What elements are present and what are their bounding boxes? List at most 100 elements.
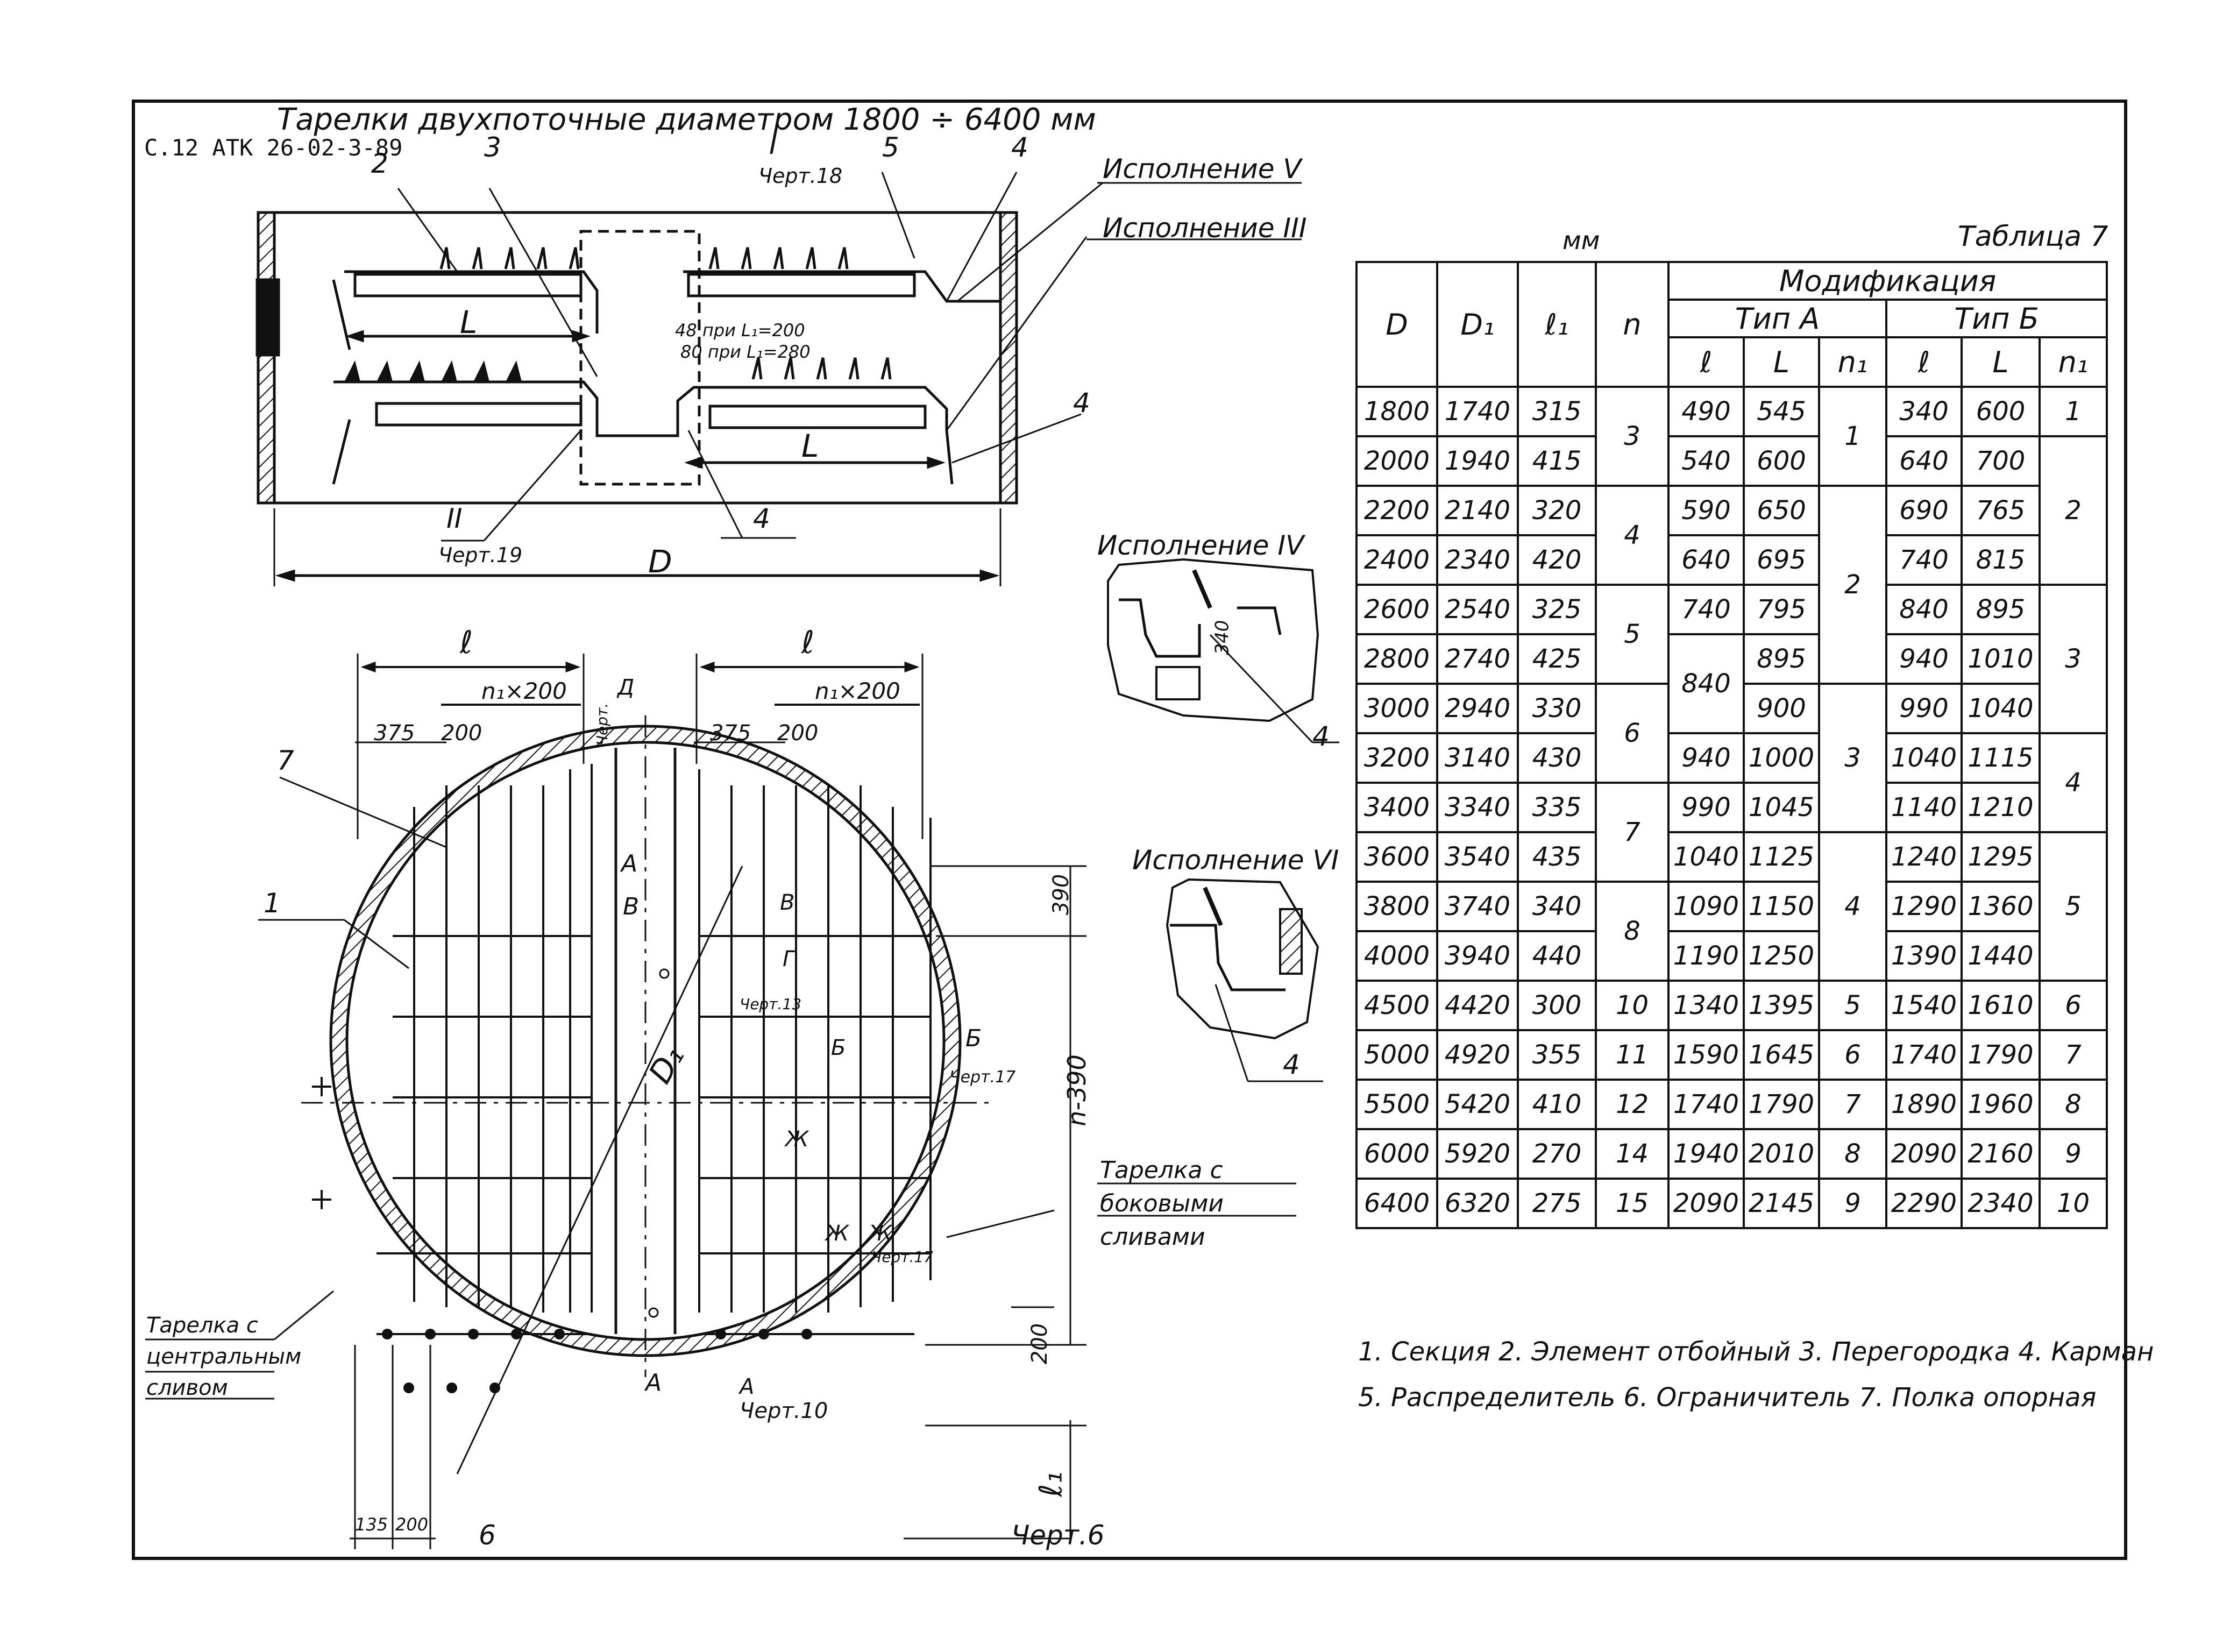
- cell-n1A: 7: [1818, 1079, 1887, 1130]
- cell-LA: 650: [1743, 485, 1820, 536]
- cell-D: 5500: [1355, 1079, 1438, 1130]
- cell-l1: 335: [1517, 782, 1597, 833]
- table-row: 2800 2740 425 840 895 940 1010: [1355, 633, 2107, 734]
- marker-A-bottom: А: [645, 1369, 662, 1396]
- header-n1B: n₁: [2039, 336, 2108, 388]
- cell-l1: 420: [1517, 534, 1597, 586]
- cell-n1A: 1: [1818, 386, 1887, 487]
- callout-2: 2: [371, 148, 388, 179]
- cell-D1: 6320: [1436, 1178, 1519, 1229]
- table-row: 3800 3740 340 8 1090 1150 1290 1360: [1355, 881, 2107, 982]
- header-D1: D₁: [1436, 261, 1519, 388]
- cell-LB: 1210: [1961, 782, 2041, 833]
- cell-l1: 410: [1517, 1079, 1597, 1130]
- cell-n1B: 7: [2039, 1029, 2108, 1081]
- cell-n: 8: [1595, 881, 1670, 982]
- cell-lA: 1090: [1667, 881, 1745, 932]
- cell-l1: 330: [1517, 683, 1597, 734]
- note-tarelka-bokovye: Тарелка с боковыми сливами: [1100, 1157, 1224, 1251]
- drawing-title: Тарелки двухпоточные диаметром 1800 ÷ 64…: [277, 102, 1096, 137]
- cell-D: 1800: [1355, 386, 1438, 437]
- label-isp-III: Исполнение III: [1103, 212, 1307, 244]
- callout-sec-II-ref: Черт.19: [438, 543, 523, 567]
- cell-D: 2000: [1355, 435, 1438, 487]
- cell-LA: 1045: [1743, 782, 1820, 833]
- cell-lB: 2290: [1885, 1178, 1963, 1229]
- cell-lB: 1740: [1885, 1029, 1963, 1081]
- cell-n1B: 8: [2039, 1079, 2108, 1130]
- label-isp-IV: Исполнение IV: [1097, 530, 1304, 561]
- data-table: D D₁ ℓ₁ n Модификация Тип А Тип Б ℓ L n₁…: [1355, 261, 2108, 1229]
- marker-cherte13: Черт.13: [740, 995, 802, 1013]
- cell-D1: 2740: [1436, 633, 1519, 685]
- table-row: 6000 5920 270 14 1940 2010 8 2090 2160 9: [1355, 1128, 2108, 1180]
- marker-B: Б: [831, 1036, 846, 1060]
- cell-n1B: 3: [2039, 584, 2108, 734]
- header-lB: ℓ: [1885, 336, 1963, 388]
- cell-LB: 1115: [1961, 732, 2041, 784]
- callout-4-isp-VI: 4: [1283, 1049, 1300, 1080]
- cell-l1: 435: [1517, 831, 1597, 883]
- table-row: 4500 4420 300 10 1340 1395 5 1540 1610 6: [1355, 980, 2108, 1031]
- cell-LA: 2010: [1743, 1128, 1820, 1180]
- header-typeA: Тип А: [1667, 299, 1887, 338]
- cell-n: 3: [1595, 386, 1670, 487]
- cell-l1: 430: [1517, 732, 1597, 784]
- cell-LA: 545: [1743, 386, 1820, 437]
- table-unit: мм: [1563, 226, 1600, 255]
- cell-D: 2400: [1355, 534, 1438, 586]
- note-80: 80 при L₁=280: [680, 342, 811, 362]
- cell-lB: 1240: [1885, 831, 1963, 883]
- cell-lA: 1190: [1667, 930, 1745, 982]
- marker-B-cherte17: Черт.17: [949, 1068, 1016, 1087]
- cell-lA: 840: [1667, 633, 1745, 734]
- document-code: С.12 АТК 26-02-3-89: [144, 134, 403, 161]
- cell-lA: 590: [1667, 485, 1745, 536]
- cell-D: 2200: [1355, 485, 1438, 536]
- cell-lB: 1390: [1885, 930, 1963, 982]
- header-LB: L: [1961, 336, 2041, 388]
- note-48: 48 при L₁=200: [675, 320, 805, 341]
- cell-l1: 425: [1517, 633, 1597, 685]
- marker-B-top: В: [623, 893, 640, 920]
- header-typeB: Тип Б: [1885, 299, 2108, 338]
- cell-n1A: 5: [1818, 980, 1887, 1031]
- cell-n1A: 6: [1818, 1029, 1887, 1081]
- cell-LA: 2145: [1743, 1178, 1820, 1229]
- cell-lB: 690: [1885, 485, 1963, 536]
- cell-LA: 1790: [1743, 1079, 1820, 1130]
- cell-lB: 1290: [1885, 881, 1963, 932]
- cell-D1: 2140: [1436, 485, 1519, 536]
- cell-D1: 3740: [1436, 881, 1519, 932]
- callout-4-top: 4: [1011, 132, 1028, 163]
- dim-L-upper: L: [460, 304, 478, 341]
- cell-lA: 1340: [1667, 980, 1745, 1031]
- table-row: 4000 3940 440 1190 1250 1390 1440: [1355, 930, 2107, 982]
- cell-lB: 340: [1885, 386, 1963, 437]
- callout-4-right: 4: [1073, 387, 1090, 419]
- table-row: 3200 3140 430 940 1000 1040 1115 4: [1355, 732, 2108, 833]
- cell-LA: 1250: [1743, 930, 1820, 982]
- cell-lA: 640: [1667, 534, 1745, 586]
- header-n1A: n₁: [1818, 336, 1887, 388]
- callout-6: 6: [479, 1520, 496, 1551]
- dim-390: 390: [1049, 874, 1074, 916]
- legend-line-1: 1. Секция 2. Элемент отбойный 3. Перегор…: [1358, 1337, 2154, 1367]
- dim-l-right: ℓ: [801, 624, 814, 661]
- detail-isp-VI: [1166, 878, 1323, 1082]
- cell-LB: 815: [1961, 534, 2041, 586]
- cell-D: 6400: [1355, 1178, 1438, 1229]
- cell-LA: 1150: [1743, 881, 1820, 932]
- drawing-number: Черт.6: [1011, 1520, 1105, 1551]
- cell-LB: 700: [1961, 435, 2041, 487]
- cell-n1A: 2: [1818, 485, 1887, 685]
- cell-LA: 795: [1743, 584, 1820, 635]
- marker-B-cherte: В: [780, 890, 795, 915]
- cell-lB: 940: [1885, 633, 1963, 685]
- cell-D1: 4920: [1436, 1029, 1519, 1081]
- header-l1: ℓ₁: [1517, 261, 1597, 388]
- cell-l1: 325: [1517, 584, 1597, 635]
- dim-n1x200-left: n₁×200: [481, 678, 567, 704]
- header-lA: ℓ: [1667, 336, 1745, 388]
- cell-D1: 5920: [1436, 1128, 1519, 1180]
